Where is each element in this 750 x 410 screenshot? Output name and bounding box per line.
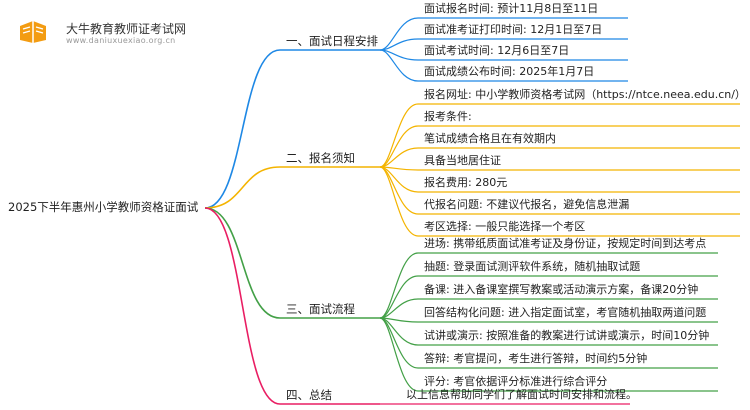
root-node: 2025下半年惠州小学教师资格证面试 <box>8 200 199 214</box>
branch-2-connector <box>204 166 281 209</box>
branch-3-child-connector <box>379 275 419 319</box>
branch-2-child-item: 报考条件: <box>424 110 472 123</box>
branch-1-child-connector <box>379 49 419 82</box>
branch-3-child-connector <box>379 252 419 319</box>
branch-1-child-item: 面试准考证打印时间: 12月1日至7日 <box>424 23 603 36</box>
branch-1-child-connector <box>379 17 419 51</box>
branch-1-child-item: 面试报名时间: 预计11月8日至11日 <box>424 2 599 15</box>
branch-4-connector <box>204 207 281 405</box>
branch-2-child-item: 具备当地居住证 <box>424 154 501 167</box>
branch-3-child-item: 试讲或演示: 按照准备的教案进行试讲或演示，时间10分钟 <box>424 329 710 342</box>
branch-3-child-item: 进场: 携带纸质面试准考证及身份证，按规定时间到达考点 <box>424 237 707 250</box>
site-logo: 大牛教育教师证考试网 www.daniuxuexiao.org.cn <box>10 6 250 46</box>
branch-2-child-connector <box>379 103 419 168</box>
logo-title: 大牛教育教师证考试网 <box>66 22 187 36</box>
branch-2-child-connector <box>379 166 419 237</box>
book-logo-icon <box>20 21 46 43</box>
branch-3-child-item: 答辩: 考官提问，考生进行答辩，时间约5分钟 <box>424 352 648 365</box>
branch-1-child-item: 面试考试时间: 12月6日至7日 <box>424 44 570 57</box>
branch-2-child-connector <box>379 125 419 168</box>
branch-2-child-item: 笔试成绩合格且在有效期内 <box>424 132 556 145</box>
branch-4-label: 四、总结 <box>286 388 332 402</box>
branch-4-child-item: 以上信息帮助同学们了解面试时间安排和流程。 <box>406 388 637 401</box>
branch-2-child-item: 代报名问题: 不建议代报名，避免信息泄漏 <box>424 198 630 211</box>
branch-1-connector <box>204 49 281 209</box>
branch-3-child-item: 评分: 考官依据评分标准进行综合评分 <box>424 375 608 388</box>
branch-3-child-connector <box>379 317 419 392</box>
branch-2-child-connector <box>379 166 419 215</box>
branch-3-connector <box>204 207 281 319</box>
branch-3-child-item: 备课: 进入备课室撰写教案或活动演示方案，备课20分钟 <box>424 283 699 296</box>
branch-2-child-item: 报名费用: 280元 <box>424 176 508 189</box>
branch-2-child-item: 考区选择: 一般只能选择一个考区 <box>424 220 586 233</box>
branch-3-child-item: 回答结构化问题: 进入指定面试室，考官随机抽取两道问题 <box>424 306 707 319</box>
branch-1-child-connector <box>379 49 419 61</box>
branch-1-child-connector <box>379 38 419 51</box>
branch-2-label: 二、报名须知 <box>286 151 355 165</box>
branch-2-child-item: 报名网址: 中小学教师资格考试网（https://ntce.neea.edu.c… <box>424 88 746 101</box>
branch-1-child-item: 面试成绩公布时间: 2025年1月7日 <box>424 65 595 78</box>
branch-1-label: 一、面试日程安排 <box>286 34 378 48</box>
branch-3-child-item: 抽题: 登录面试测评软件系统，随机抽取试题 <box>424 260 641 273</box>
branch-2-child-connector <box>379 147 419 168</box>
branch-3-child-connector <box>379 317 419 369</box>
branch-3-child-connector <box>379 298 419 319</box>
branch-3-label: 三、面试流程 <box>286 302 355 316</box>
logo-subtitle: www.daniuxuexiao.org.cn <box>66 36 176 45</box>
